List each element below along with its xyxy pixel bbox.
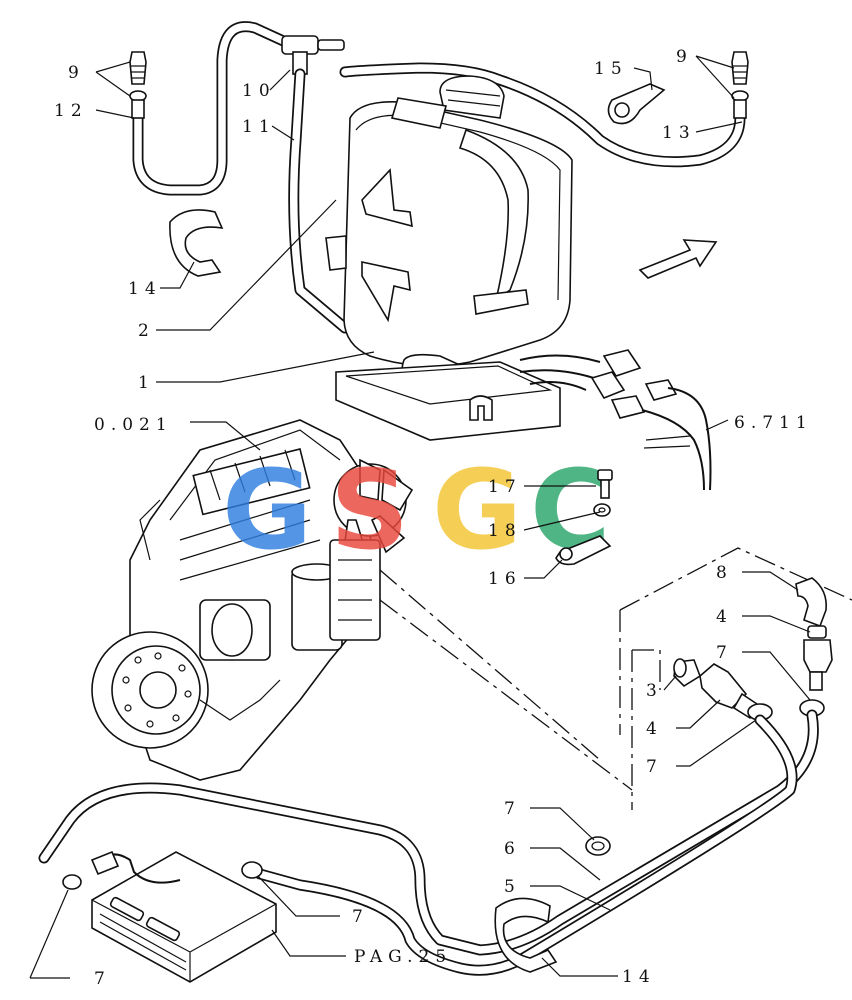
label-7-bottom: 7 — [504, 799, 521, 819]
hose-clip-7-bottom-mid — [585, 836, 611, 856]
direction-arrow-icon — [638, 239, 718, 279]
engine-assembly — [91, 419, 414, 781]
top-hose-right — [339, 62, 746, 168]
tank-base — [335, 361, 561, 441]
label-14-bottom: 14 — [622, 967, 656, 987]
label-0-021: 0.021 — [94, 415, 173, 435]
label-17: 17 — [488, 477, 522, 497]
label-1: 1 — [138, 373, 155, 393]
bleed-screw-left — [129, 51, 147, 119]
label-8: 8 — [716, 563, 733, 583]
gsc-watermark: G S G C — [222, 446, 611, 574]
label-6: 6 — [504, 839, 521, 859]
label-10: 10 — [242, 81, 276, 101]
connector-4-right — [803, 625, 833, 691]
label-14-top: 14 — [128, 279, 162, 299]
label-4-left: 4 — [646, 719, 663, 739]
label-7-left: 7 — [94, 969, 111, 989]
fitting-8 — [795, 577, 828, 628]
watermark-letter-g1: G — [222, 446, 312, 574]
label-7-center: 7 — [352, 907, 369, 927]
label-pag-25: PAG.25 — [354, 947, 452, 967]
label-15: 15 — [594, 59, 628, 79]
clip-15 — [607, 83, 666, 125]
tee-connector-10 — [281, 35, 345, 75]
hose-clip-7-bottom-left — [62, 874, 82, 890]
label-9-left: 9 — [68, 63, 85, 83]
label-16: 16 — [488, 569, 522, 589]
washer-18 — [593, 503, 611, 517]
label-12: 12 — [54, 101, 88, 121]
bleed-screw-right — [731, 51, 749, 119]
label-9-right: 9 — [676, 47, 693, 67]
fuel-hose-6 — [38, 709, 819, 956]
dash-reference-lines — [379, 547, 852, 810]
label-7-right: 7 — [716, 643, 733, 663]
reservoir-tank-1 — [325, 75, 573, 393]
hose-clamp-14-top — [169, 209, 224, 277]
label-5: 5 — [504, 877, 521, 897]
vertical-hose-11 — [288, 68, 351, 334]
label-11: 11 — [242, 117, 276, 137]
wiring-harness — [519, 349, 712, 491]
fuel-hose-5 — [254, 714, 798, 976]
leader-lines — [29, 55, 811, 979]
watermark-letter-g2: G — [432, 446, 522, 574]
label-6-711: 6.711 — [734, 413, 813, 433]
label-2: 2 — [138, 321, 155, 341]
label-3: 3 — [646, 681, 663, 701]
callout-labels: 9 12 10 11 14 2 1 15 9 13 6.711 0.021 17… — [54, 47, 813, 989]
hose-clip-7-bottom-center — [241, 861, 263, 879]
ecu-module — [90, 850, 277, 983]
top-hose-left — [132, 21, 296, 196]
clip-16 — [555, 535, 612, 566]
screw-17 — [597, 469, 613, 499]
hose-clamp-14-bottom — [494, 897, 558, 973]
label-13: 13 — [662, 123, 696, 143]
label-18: 18 — [488, 521, 522, 541]
label-7-mid: 7 — [646, 757, 663, 777]
label-4-right: 4 — [716, 607, 733, 627]
watermark-letter-s: S — [330, 446, 409, 574]
adapter-3 — [673, 658, 701, 688]
